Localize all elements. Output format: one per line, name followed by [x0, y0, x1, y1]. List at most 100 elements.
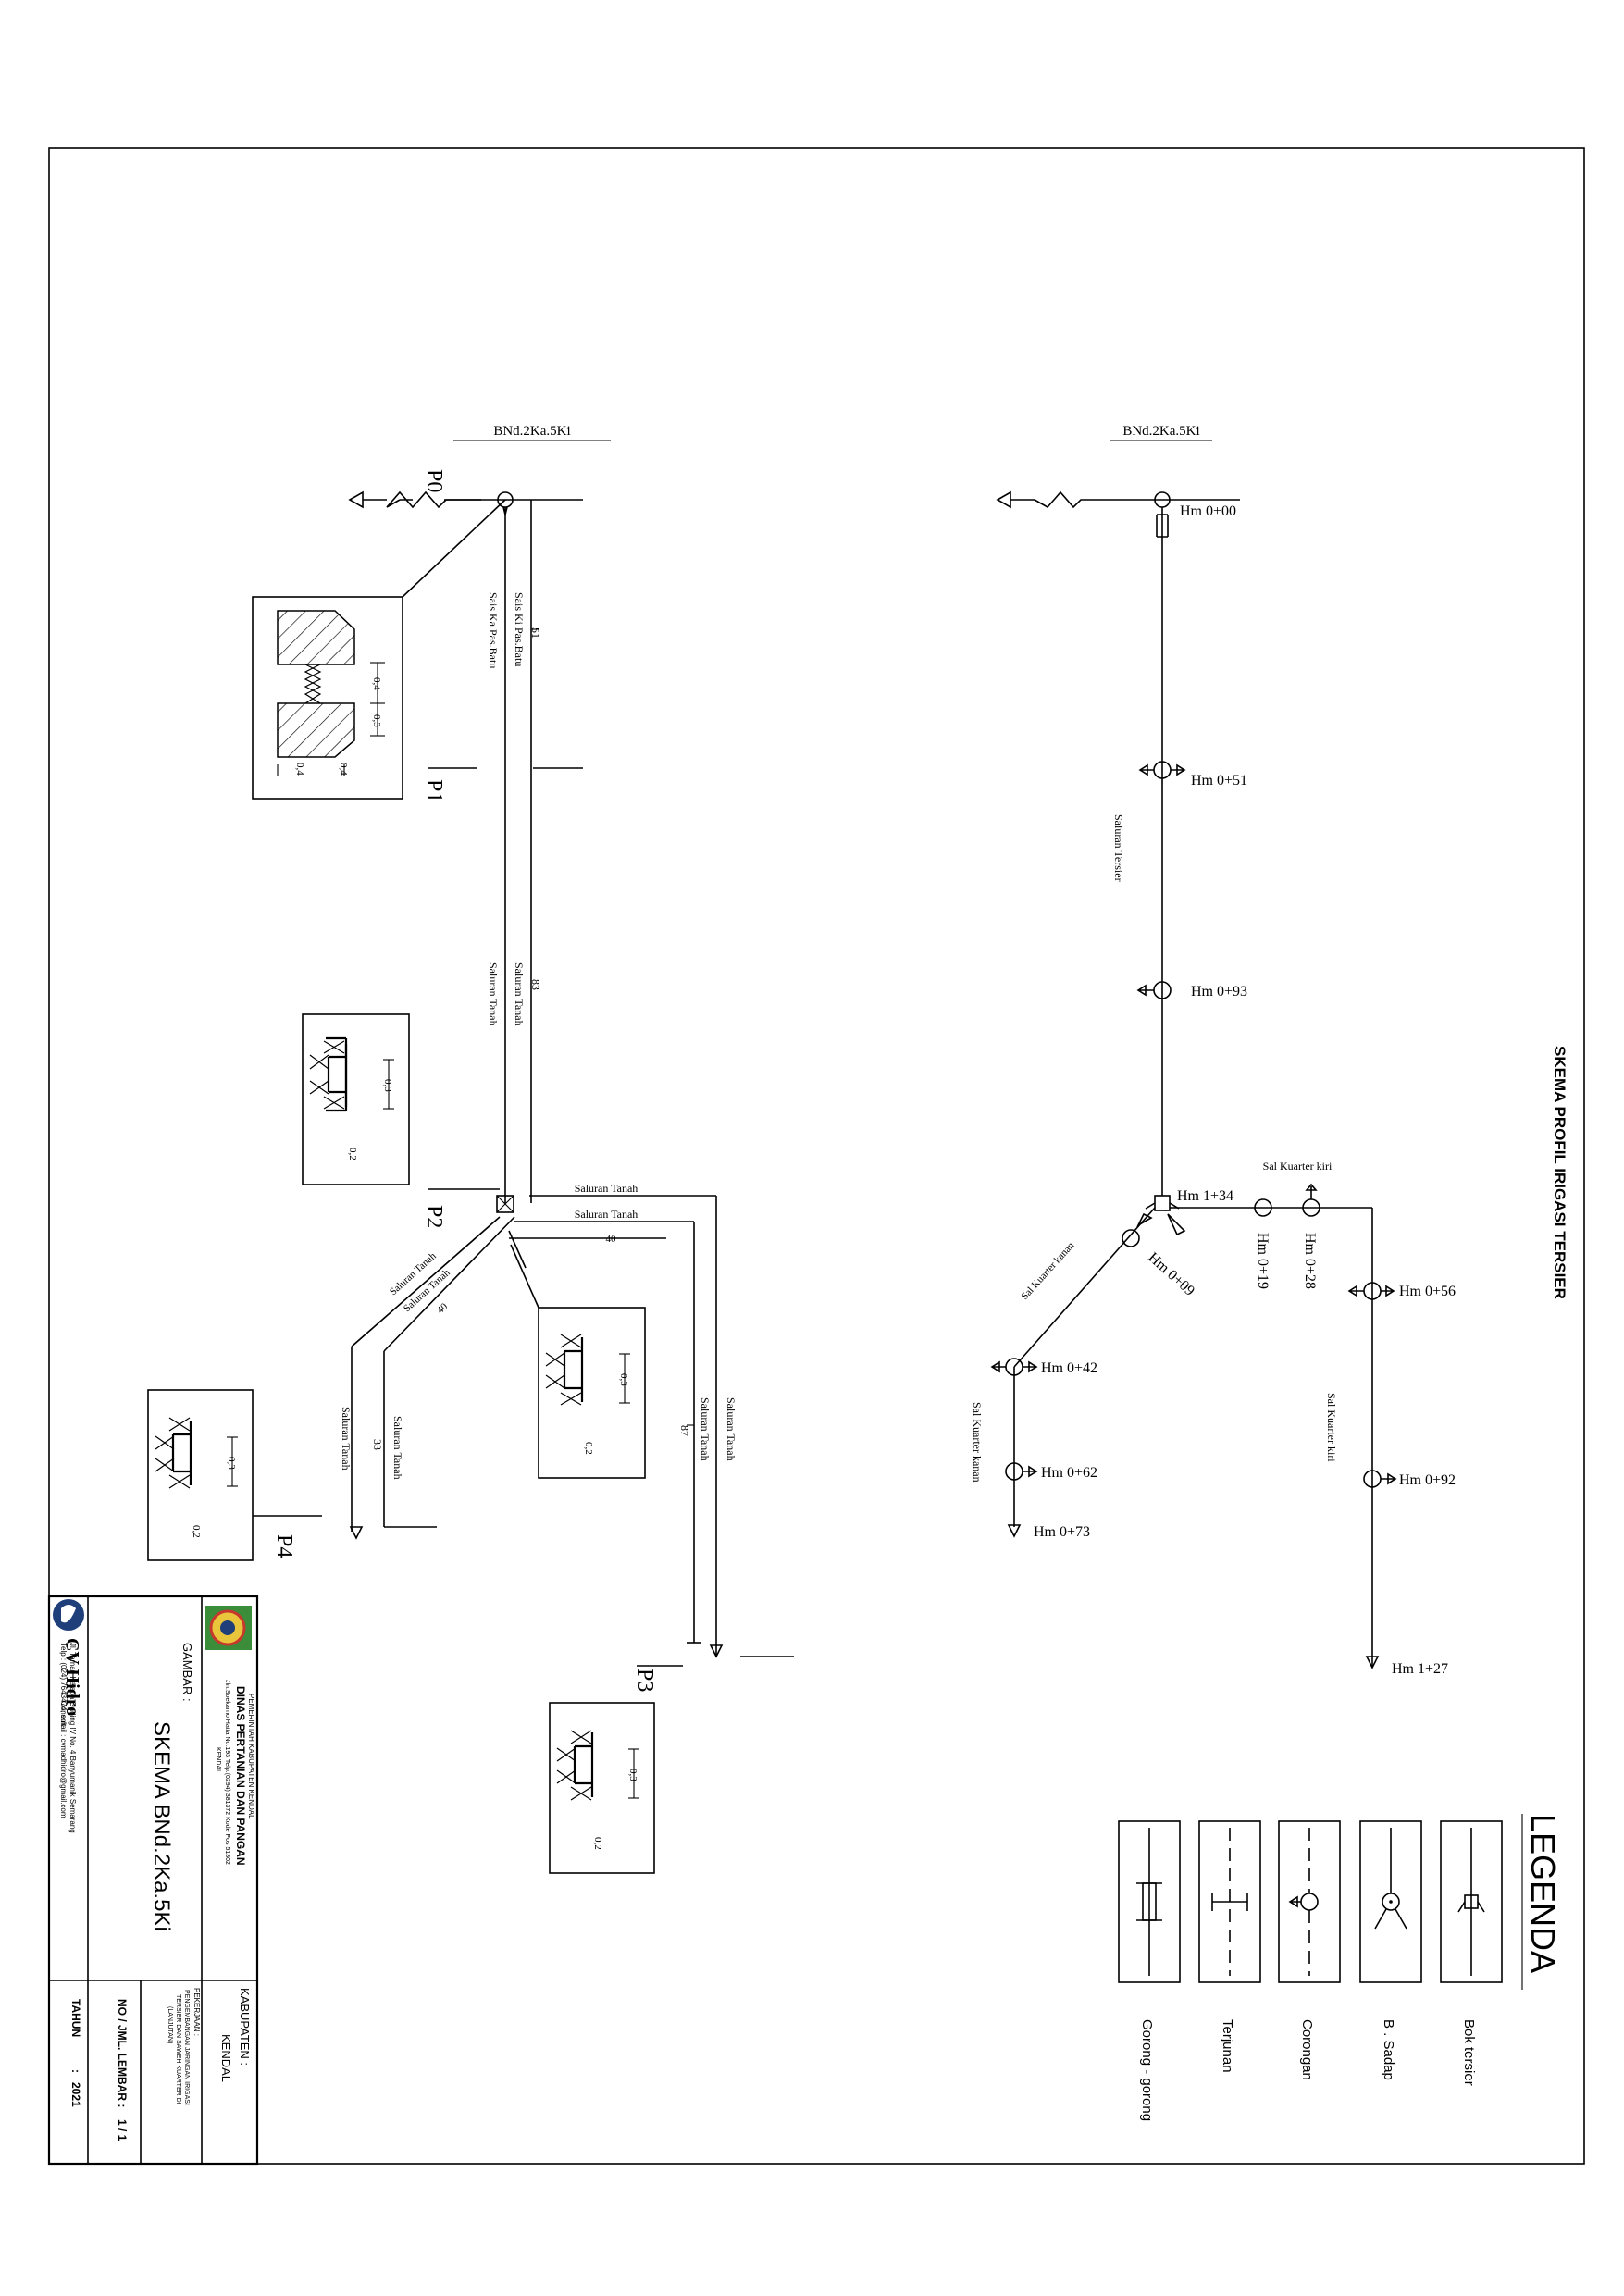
tb-dinas-city: KENDAL [215, 1747, 221, 1773]
tb-gambar-label: GAMBAR : [180, 1643, 194, 1702]
legend-item-b-sadap: B . Sadap [1359, 1820, 1422, 2080]
label-sal-tersier: Saluran Tersier [1112, 814, 1125, 882]
dim-0-3-p4: 0,3 [226, 1457, 237, 1470]
legend: LEGENDA Bok tersier B . Sadap Corongan [1118, 1814, 1562, 2121]
tb-nojml-label: NO / JML. LEMBAR : [116, 1999, 129, 2107]
cross-section-p2-right: 0,3 0,2 [510, 1244, 646, 1479]
cross-section-p3: 0,3 0,2 [549, 1702, 655, 1874]
hm-0-19: Hm 0+19 [1255, 1233, 1271, 1289]
hm-0-09: Hm 0+09 [1145, 1249, 1197, 1298]
label-sal-tanah-3: Saluran Tanah [575, 1182, 638, 1195]
box-p2 [496, 1195, 514, 1213]
sheet-border [48, 147, 1585, 2165]
label-sal-tanah-1: Saluran Tanah [513, 962, 526, 1026]
hm-0-00: Hm 0+00 [1180, 503, 1236, 519]
dim-0-2-p2r: 0,2 [583, 1442, 594, 1455]
tb-pekerjaan-3: (LANJUTAN) [167, 2006, 173, 2043]
tb-gambar-value: SKEMA BNd.2Ka.5Ki [149, 1721, 174, 1931]
cross-section-p4: 0,3 0,2 [147, 1389, 278, 1561]
tb-dinas-address: Jln.Soekarno Hatta No.193 Telp.(0294) 38… [224, 1680, 230, 1865]
dim-0-4-b: 0,4 [294, 763, 305, 776]
label-sal-tanah-6: Saluran Tanah [699, 1397, 712, 1461]
legend-label-corongan: Corongan [1299, 2019, 1315, 2080]
dim-0-2-p2: 0,2 [347, 1148, 358, 1160]
hm-0-56: Hm 0+56 [1399, 1284, 1456, 1299]
tb-nojml-value: 1 / 1 [116, 2119, 129, 2141]
label-sal-tanah-10: Saluran Tanah [391, 1416, 404, 1480]
label-sal-kuarter-kiri-top: Sal Kuarter kiri [1263, 1160, 1333, 1173]
label-sal-kuarter-kanan: Sal Kuarter kanan [971, 1402, 984, 1483]
hm-0-92: Hm 0+92 [1399, 1472, 1456, 1488]
hm-0-28: Hm 0+28 [1302, 1233, 1318, 1289]
dim-0-3-p2: 0,3 [382, 1079, 393, 1092]
point-p2: P2 [422, 1205, 446, 1228]
label-sais-ki: Sais Ki Pas.Batu [513, 592, 526, 666]
hm-0-73: Hm 0+73 [1034, 1524, 1090, 1540]
spring-symbol-p0 [386, 490, 481, 509]
arrow-left-p0 [348, 490, 387, 509]
hm-0-42: Hm 0+42 [1041, 1360, 1097, 1376]
tb-pemerintah: PEMERINTAH KABUPATEN KENDAL [247, 1694, 255, 1819]
tb-kabupaten-value: KENDAL [219, 2034, 233, 2082]
legend-label-b-sadap: B . Sadap [1381, 2019, 1396, 2080]
hm-0-93: Hm 0+93 [1191, 984, 1247, 999]
tb-tahun-value: 2021 [69, 2082, 82, 2107]
tb-pekerjaan-1: PENGEMBANGAN JARINGAN IRIGASI [183, 1990, 190, 2105]
scheme-header: BNd.2Ka.5Ki [1122, 424, 1199, 439]
legend-label-gorong-gorong: Gorong - gorong [1139, 2019, 1155, 2121]
point-p1: P1 [422, 779, 446, 802]
cross-section-p0: 0,4 0,3 0,4 0,4 [252, 499, 506, 800]
tb-tahun-label: TAHUN [69, 1999, 82, 2037]
dim-0-4-a: 0,4 [371, 677, 382, 690]
tb-kabupaten-label: KABUPATEN : [238, 1988, 252, 2066]
hm-1-34: Hm 1+34 [1177, 1188, 1233, 1204]
company-logo [53, 1599, 84, 1631]
label-len-83: 83 [529, 979, 542, 990]
hm-0-51: Hm 0+51 [1191, 773, 1247, 788]
sheet-title: SKEMA PROFIL IRIGASI TERSIER [1551, 1046, 1568, 1299]
tb-pekerjaan-label: PEKERJAAN : [192, 1988, 201, 2036]
label-len-51: 51 [529, 627, 542, 639]
label-len-40-right: 40 [606, 1234, 617, 1245]
hm-0-62: Hm 0+62 [1041, 1465, 1097, 1481]
title-block: PEMERINTAH KABUPATEN KENDAL DINAS PERTAN… [47, 1595, 259, 2166]
point-p3: P3 [633, 1669, 657, 1692]
label-sais-ka: Sais Ka Pas.Batu [487, 592, 500, 668]
hm-1-27: Hm 1+27 [1392, 1661, 1448, 1677]
legend-item-terjunan: Terjunan [1198, 1820, 1261, 2073]
point-p0: P0 [422, 469, 446, 492]
dim-0-3-a: 0,3 [371, 714, 382, 727]
cross-section-p2: 0,3 0,2 [302, 1013, 410, 1185]
label-sal-tanah-5: Saluran Tanah [725, 1397, 738, 1461]
point-p4: P4 [272, 1534, 296, 1558]
tb-address: Jl. Taman Kelapa Gading IV No. 4 Banyuma… [68, 1643, 77, 1833]
dinas-logo [205, 1606, 252, 1650]
label-len-33: 33 [371, 1439, 384, 1450]
label-len-40-diag: 40 [435, 1301, 451, 1317]
profile-diagram: BNd.2Ka.5Ki P0 51 Sais Ki Pas.Batu Sais … [147, 424, 794, 1874]
svg-text::: : [69, 2069, 82, 2073]
dim-0-2-p3: 0,2 [592, 1837, 603, 1850]
label-sal-tanah-2: Saluran Tanah [487, 962, 500, 1026]
profile-header: BNd.2Ka.5Ki [493, 424, 570, 439]
tb-dinas: DINAS PERTANIAN DAN PANGAN [234, 1686, 247, 1866]
label-sal-tanah-4: Saluran Tanah [575, 1208, 638, 1221]
label-sal-tanah-9: Saluran Tanah [340, 1407, 353, 1471]
legend-item-bok-tersier: Bok tersier [1440, 1820, 1503, 2086]
legend-title: LEGENDA [1524, 1814, 1562, 1973]
dim-0-3-p3: 0,3 [627, 1769, 638, 1781]
tb-contact: Telp : (024) 7643474, email : cvmadhidro… [59, 1643, 68, 1818]
scheme-diagram: BNd.2Ka.5Ki Hm 0+00 Hm 0+51 Saluran Ters… [971, 424, 1456, 1677]
tb-company: CV Hidro [62, 1638, 82, 1716]
tb-pekerjaan-2: TERSIER DAN SAWEH KUARTER DI [175, 1994, 181, 2104]
label-sal-kuarter-kanan-diag: Sal Kuarter kanan [1019, 1240, 1076, 1302]
legend-label-bok-tersier: Bok tersier [1461, 2019, 1477, 2086]
dim-0-4-c: 0,4 [338, 763, 349, 776]
label-sal-kuarter-kiri: Sal Kuarter kiri [1325, 1393, 1338, 1462]
label-len-87: 87 [678, 1425, 691, 1436]
dim-0-2-p4: 0,2 [191, 1525, 202, 1538]
tb-company-sub: Consult [59, 1701, 68, 1727]
dim-0-3-p2r: 0,3 [618, 1373, 629, 1386]
legend-item-gorong-gorong: Gorong - gorong [1118, 1820, 1181, 2121]
